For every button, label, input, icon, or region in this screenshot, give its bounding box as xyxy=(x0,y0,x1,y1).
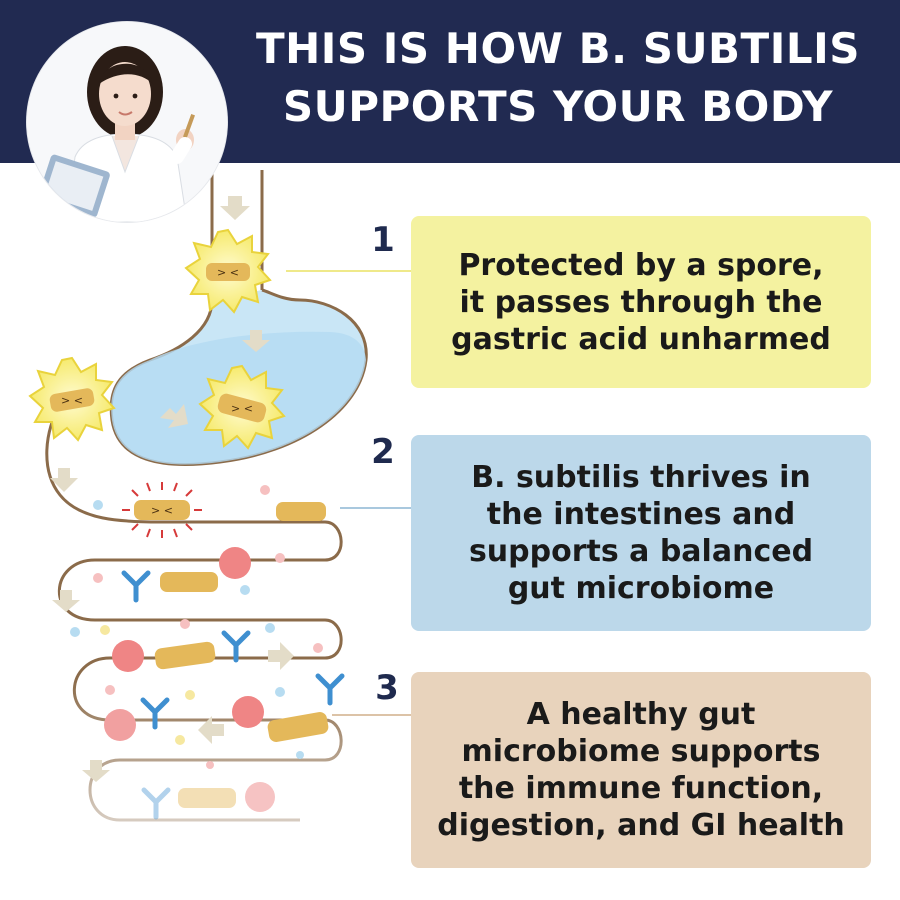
svg-text:> <: > < xyxy=(151,504,173,517)
cell-group xyxy=(104,547,275,812)
spore-bacterium-icon: > < xyxy=(184,228,272,314)
bacterium-icon xyxy=(160,572,218,592)
step-2-line-1: B. subtilis thrives in xyxy=(471,460,811,495)
step-3-line-3: the immune function, xyxy=(458,771,824,806)
bacterium-icon xyxy=(276,502,326,521)
step-3-line-4: digestion, and GI health xyxy=(437,808,845,843)
step-2-text: B. subtilis thrives in the intestines an… xyxy=(469,459,813,607)
antibody-icon xyxy=(121,570,151,603)
flow-arrows xyxy=(50,196,294,782)
svg-text:> <: > < xyxy=(231,402,253,415)
pink-cell-icon xyxy=(245,782,275,812)
title-line-2: SUPPORTS YOUR BODY xyxy=(282,82,834,131)
pink-cell-icon xyxy=(232,696,264,728)
step-1-line-2: it passes through the xyxy=(459,284,823,320)
step-number-2: 2 xyxy=(371,432,395,472)
step-3-line-1: A healthy gut xyxy=(526,697,756,732)
step-1-text: Protected by a spore, it passes through … xyxy=(451,247,831,358)
step-2-line-3: supports a balanced xyxy=(468,534,814,569)
digestive-tract-illustration: > < > < > < > < xyxy=(28,170,368,822)
microbe-dots xyxy=(70,485,323,769)
pink-cell-icon xyxy=(104,709,136,741)
step-3-text: A healthy gut microbiome supports the im… xyxy=(437,696,845,844)
step-box-2: B. subtilis thrives in the intestines an… xyxy=(411,435,871,631)
pink-cell-icon xyxy=(112,640,144,672)
step-1-line-1: Protected by a spore, xyxy=(458,247,824,283)
bacteria-group xyxy=(154,502,329,808)
bacterium-icon xyxy=(178,788,236,808)
step-2-line-4: gut microbiome xyxy=(507,571,775,606)
svg-text:> <: > < xyxy=(61,394,83,407)
connector-line-3 xyxy=(332,714,411,716)
page-title: THIS IS HOW B. SUBTILIS SUPPORTS YOUR BO… xyxy=(238,20,878,136)
title-line-1: THIS IS HOW B. SUBTILIS xyxy=(256,24,860,73)
bacterium-icon xyxy=(267,712,329,742)
antibody-group xyxy=(121,570,345,820)
step-box-1: Protected by a spore, it passes through … xyxy=(411,216,871,388)
spore-bacterium-icon: > < xyxy=(198,364,286,450)
antibody-icon xyxy=(315,673,345,706)
step-2-line-2: the intestines and xyxy=(486,497,796,532)
connector-line-2 xyxy=(340,507,411,509)
step-1-line-3: gastric acid unharmed xyxy=(451,321,831,357)
svg-text:> <: > < xyxy=(217,266,239,279)
step-3-line-2: microbiome supports xyxy=(461,734,821,769)
pink-cell-icon xyxy=(219,547,251,579)
step-box-3: A healthy gut microbiome supports the im… xyxy=(411,672,871,868)
spore-bacterium-icon: > < xyxy=(28,356,116,442)
step-number-3: 3 xyxy=(375,668,399,708)
bacterium-icon xyxy=(154,641,216,670)
antibody-icon xyxy=(140,697,170,730)
activated-bacterium-icon: > < xyxy=(122,482,202,538)
connector-line-1 xyxy=(286,270,411,272)
antibody-icon xyxy=(221,630,251,663)
step-number-1: 1 xyxy=(371,220,395,260)
doctor-avatar xyxy=(27,22,227,222)
antibody-icon xyxy=(141,787,171,820)
